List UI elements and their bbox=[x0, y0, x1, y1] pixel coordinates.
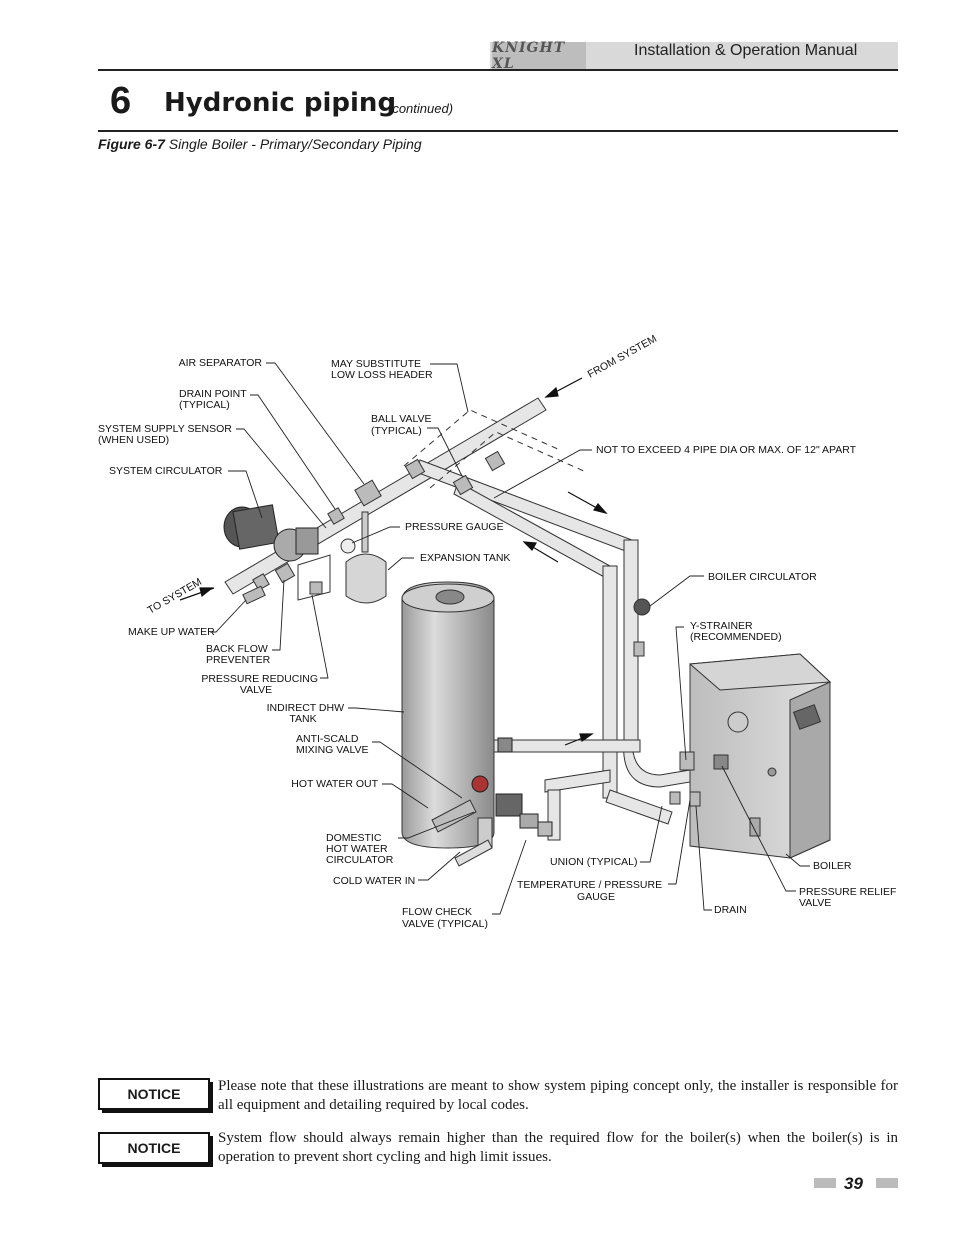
label-preventer: PREVENTER bbox=[206, 654, 271, 666]
label-may-substitute: MAY SUBSTITUTE bbox=[331, 358, 421, 370]
page-bar-left bbox=[814, 1178, 836, 1188]
section-number: 6 bbox=[110, 80, 132, 122]
expansion-tank bbox=[340, 511, 387, 604]
label-y-strainer: Y-STRAINER bbox=[690, 620, 753, 632]
figure-caption: Figure 6-7 Single Boiler - Primary/Secon… bbox=[98, 136, 422, 152]
main-line-fittings bbox=[252, 450, 506, 591]
leader-lines bbox=[210, 362, 810, 915]
label-low-loss-header: LOW LOSS HEADER bbox=[331, 369, 433, 381]
notice-text-2: System flow should always remain higher … bbox=[218, 1130, 898, 1165]
label-make-up-water: MAKE UP WATER bbox=[128, 626, 215, 638]
label-not-to-exceed: NOT TO EXCEED 4 PIPE DIA OR MAX. OF 12" … bbox=[596, 444, 857, 456]
label-boiler-circulator: BOILER CIRCULATOR bbox=[708, 571, 817, 583]
dhw-circulator bbox=[471, 737, 553, 837]
label-from-system: FROM SYSTEM bbox=[586, 333, 659, 381]
label-recommended: (RECOMMENDED) bbox=[690, 631, 782, 643]
diagram-labels: AIR SEPARATOR MAY SUBSTITUTE LOW LOSS HE… bbox=[98, 333, 896, 930]
notice-text-1: Please note that these illustrations are… bbox=[218, 1078, 898, 1113]
page-bar-right bbox=[876, 1178, 898, 1188]
label-hot-water-out: HOT WATER OUT bbox=[291, 778, 378, 790]
boiler-fittings bbox=[633, 598, 729, 807]
label-flow-check: FLOW CHECK bbox=[402, 906, 472, 918]
label-gauge: GAUGE bbox=[577, 891, 615, 903]
boiler-unit bbox=[688, 653, 832, 859]
label-drain: DRAIN bbox=[714, 904, 747, 916]
label-indirect-dhw: INDIRECT DHW bbox=[267, 702, 344, 714]
brand-logo: KNIGHT XL bbox=[492, 40, 586, 72]
label-circulator: CIRCULATOR bbox=[326, 854, 394, 866]
label-ball-valve-typical: (TYPICAL) bbox=[371, 425, 422, 437]
flow-arrows bbox=[179, 377, 608, 746]
figure-id: Figure 6-7 bbox=[98, 136, 165, 152]
notice-badge-2: NOTICE bbox=[98, 1132, 213, 1167]
label-temperature-pressure: TEMPERATURE / PRESSURE bbox=[517, 879, 662, 891]
section-rule bbox=[98, 130, 898, 132]
label-ball-valve: BALL VALVE bbox=[371, 413, 432, 425]
label-pressure-gauge: PRESSURE GAUGE bbox=[405, 521, 504, 533]
label-pressure-reducing-valve: VALVE bbox=[240, 684, 272, 696]
label-flow-check-typical: VALVE (TYPICAL) bbox=[402, 918, 488, 930]
label-when-used: (WHEN USED) bbox=[98, 434, 169, 446]
label-anti-scald: ANTI-SCALD bbox=[296, 733, 359, 745]
system-circulator bbox=[223, 504, 319, 562]
notice-badge-1: NOTICE bbox=[98, 1078, 213, 1113]
label-boiler: BOILER bbox=[813, 860, 852, 872]
label-back-flow: BACK FLOW bbox=[206, 643, 268, 655]
label-air-separator: AIR SEPARATOR bbox=[179, 357, 263, 369]
label-cold-water-in: COLD WATER IN bbox=[333, 875, 415, 887]
page-number: 39 bbox=[844, 1174, 863, 1193]
make-up-water-assembly bbox=[242, 554, 331, 605]
label-mixing-valve: MIXING VALVE bbox=[296, 744, 369, 756]
section-title: Hydronic piping bbox=[164, 88, 397, 118]
label-indirect-dhw-tank: TANK bbox=[289, 713, 316, 725]
label-to-system: TO SYSTEM bbox=[146, 576, 204, 617]
label-drain-point: DRAIN POINT bbox=[179, 388, 247, 400]
label-system-circulator: SYSTEM CIRCULATOR bbox=[109, 465, 223, 477]
label-pressure-reducing: PRESSURE REDUCING bbox=[201, 673, 318, 685]
label-union: UNION (TYPICAL) bbox=[550, 856, 638, 868]
indirect-dhw-tank bbox=[401, 581, 495, 867]
manual-title: Installation & Operation Manual bbox=[634, 42, 858, 59]
label-domestic: DOMESTIC bbox=[326, 832, 382, 844]
section-continued: (continued) bbox=[388, 101, 454, 116]
header-rule bbox=[98, 69, 898, 71]
label-system-supply-sensor: SYSTEM SUPPLY SENSOR bbox=[98, 423, 232, 435]
label-hot-water: HOT WATER bbox=[326, 843, 388, 855]
label-drain-point-typical: (TYPICAL) bbox=[179, 399, 230, 411]
label-relief-valve: VALVE bbox=[799, 897, 831, 909]
figure-title: Single Boiler - Primary/Secondary Piping bbox=[168, 136, 422, 152]
label-expansion-tank: EXPANSION TANK bbox=[420, 552, 510, 564]
label-pressure-relief: PRESSURE RELIEF bbox=[799, 886, 896, 898]
logo-text: KNIGHT XL bbox=[492, 40, 566, 72]
